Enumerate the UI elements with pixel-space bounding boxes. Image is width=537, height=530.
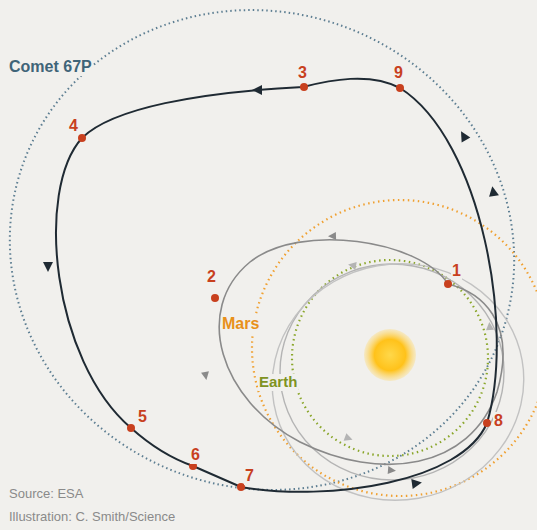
callout-number: 6 xyxy=(190,446,201,464)
trajectory-loop xyxy=(219,240,503,465)
callout-number: 3 xyxy=(297,64,308,82)
callout-number: 4 xyxy=(68,117,79,135)
orbit-label: Comet 67P xyxy=(8,58,93,76)
arrowhead xyxy=(344,261,494,444)
callout-number: 7 xyxy=(244,467,255,485)
planet-label: Earth xyxy=(258,374,298,391)
callout-number: 5 xyxy=(137,408,148,426)
source-note: Source: ESA xyxy=(8,487,84,501)
callout-number: 1 xyxy=(451,262,462,280)
rosetta-trajectory xyxy=(56,79,497,492)
event-dot xyxy=(78,83,491,491)
credit-note: Illustration: C. Smith/Science xyxy=(8,510,176,524)
callout-number: 8 xyxy=(493,412,504,430)
callout-number: 9 xyxy=(393,64,404,82)
sun xyxy=(364,329,416,381)
arrowhead xyxy=(43,85,499,489)
planet-label: Mars xyxy=(221,315,260,333)
callout-number: 2 xyxy=(206,268,217,286)
